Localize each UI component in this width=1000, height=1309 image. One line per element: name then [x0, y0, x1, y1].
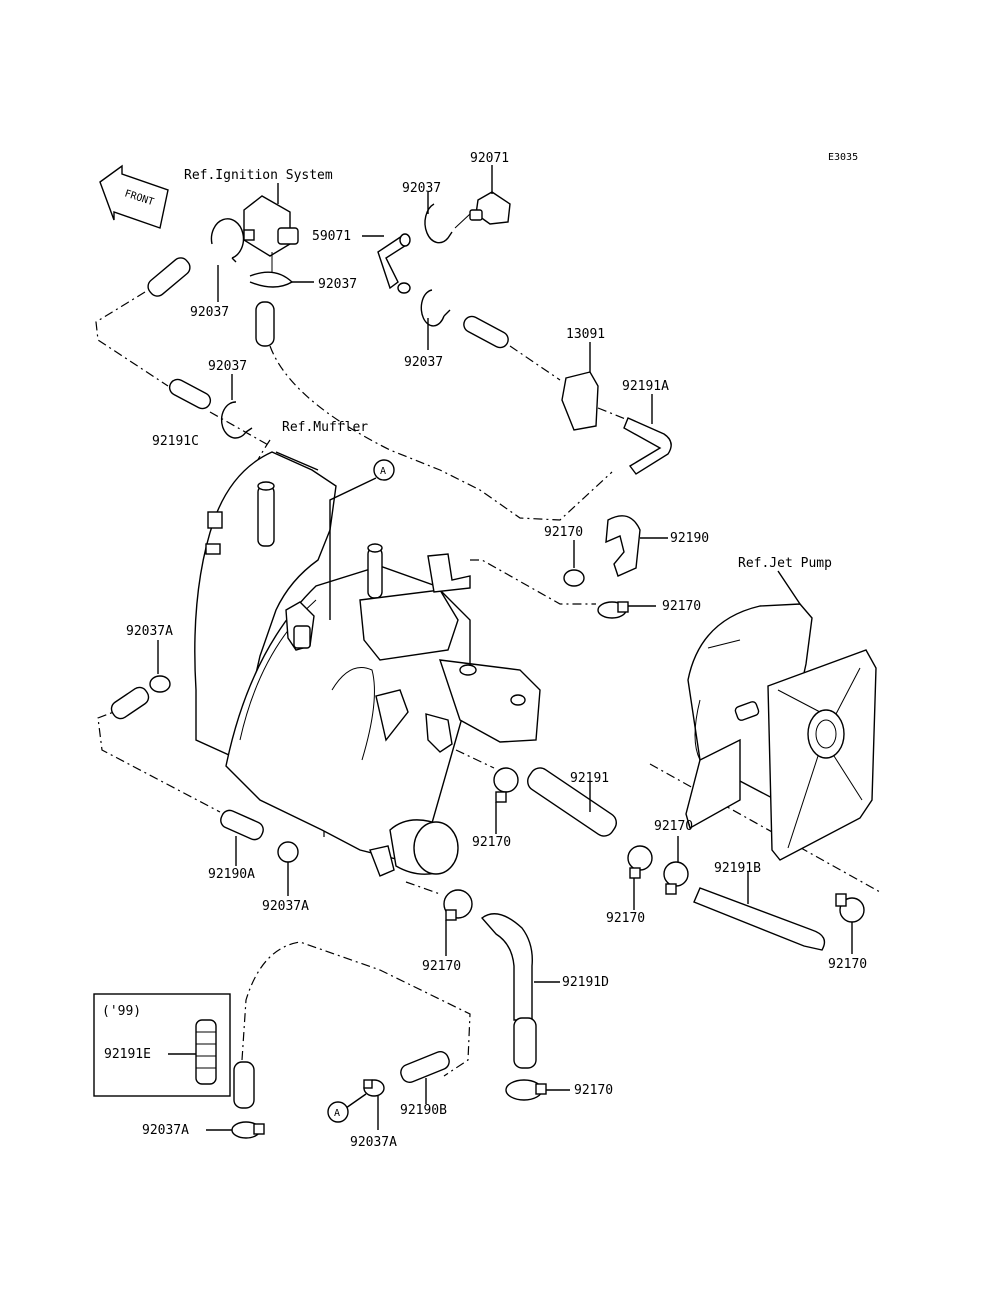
ignition-fitting: [243, 183, 299, 272]
hose-92191B: [693, 872, 826, 951]
route-pump-base: [649, 763, 881, 893]
clamp-92037-left: [210, 218, 245, 302]
hose-92191A: [623, 394, 672, 475]
label-92037A-mid: 92037A: [262, 899, 309, 914]
label-92191D: 92191D: [562, 975, 609, 990]
label-92190: 92190: [670, 531, 709, 546]
diagram-code: E3035: [828, 152, 858, 163]
svg-text:A: A: [380, 466, 386, 477]
label-92037-lower: 92037: [404, 355, 443, 370]
part-59071-elbow: [362, 233, 411, 294]
hose-92191: [527, 767, 617, 837]
inset-year: ('99): [102, 1004, 141, 1019]
hose-92191C: [168, 378, 212, 410]
ref-jet-pump: Ref.Jet Pump: [738, 556, 832, 571]
route-left-top: [95, 291, 169, 387]
hose-ignition-drop: [255, 301, 275, 347]
label-92191C: 92191C: [152, 434, 199, 449]
label-92191E: 92191E: [104, 1047, 151, 1062]
label-92037-center: 92037: [318, 277, 357, 292]
hose-92190: [605, 515, 668, 577]
label-92071: 92071: [470, 151, 509, 166]
label-92170-mid: 92170: [472, 835, 511, 850]
label-92037A-bottom: 92037A: [350, 1135, 397, 1150]
label-92191: 92191: [570, 771, 609, 786]
label-59071: 59071: [312, 229, 351, 244]
clamp-92037A-bottom-left: [206, 1121, 265, 1139]
route-13091-hose: [597, 407, 629, 421]
clamp-92037A-left: [149, 640, 171, 693]
jet-pump: [685, 570, 877, 861]
label-92170-pair-bottom: 92170: [606, 911, 645, 926]
route-left-mid: [97, 707, 221, 813]
label-92170-right: 92170: [662, 599, 701, 614]
label-92037-upper: 92037: [402, 181, 441, 196]
hose-bottom-left: [233, 1061, 255, 1109]
route-92170: [470, 559, 596, 605]
label-92170-top: 92170: [544, 525, 583, 540]
label-92170-outlet: 92170: [422, 959, 461, 974]
hose-92190A: [220, 809, 264, 841]
clamp-92170-top: [563, 540, 585, 587]
label-92037-muffler: 92037: [208, 359, 247, 374]
svg-text:A: A: [334, 1108, 340, 1119]
inset-99: ('99): [93, 993, 231, 1097]
clamp-92170-mid: [493, 767, 519, 834]
label-92037A-bottom-left: 92037A: [142, 1123, 189, 1138]
ref-ignition-system: Ref.Ignition System: [184, 168, 333, 183]
clamp-92037A-mid: [277, 841, 299, 896]
route-92170-mid: [455, 749, 495, 769]
hose-left-short: [110, 686, 150, 720]
part-13091-bracket: [561, 342, 599, 431]
clamp-92170-right: [597, 601, 656, 619]
route-92191C: [209, 411, 271, 447]
ref-muffler: Ref.Muffler: [282, 420, 368, 435]
route-13091: [509, 345, 561, 381]
route-ignition: [269, 345, 613, 521]
clamp-92037-upper-right: [424, 192, 453, 244]
label-92191B: 92191B: [714, 861, 761, 876]
label-92037-left: 92037: [190, 305, 229, 320]
clamp-92170-far-right: [835, 893, 865, 954]
route-outlet: [405, 881, 441, 895]
label-92191A: 92191A: [622, 379, 669, 394]
clamp-92170-pair: [627, 836, 689, 910]
muffler-body: [194, 451, 541, 877]
clamp-92037-center: [249, 271, 314, 288]
marker-a-upper: A: [329, 459, 395, 620]
marker-a-lower: A: [327, 1101, 349, 1123]
label-92190B: 92190B: [400, 1103, 447, 1118]
clamp-92170-bottom: [505, 1079, 570, 1101]
label-92190A: 92190A: [208, 867, 255, 882]
hose-top-right: [463, 315, 509, 349]
hose-92191D: [480, 913, 560, 1069]
clamp-92037-muffler: [220, 374, 253, 439]
label-13091: 13091: [566, 327, 605, 342]
label-92037A-left: 92037A: [126, 624, 173, 639]
clamp-92037-lower-right: [420, 289, 451, 350]
clamp-92170-outlet: [443, 889, 473, 956]
front-arrow-icon: FRONT: [99, 164, 169, 229]
hose-upper-left: [147, 257, 191, 297]
label-92170-pair-top: 92170: [654, 819, 693, 834]
label-92170-bottom: 92170: [574, 1083, 613, 1098]
hose-92190B: [400, 1051, 450, 1104]
clamp-92037A-bottom: [345, 1079, 385, 1130]
part-92071-fitting: [454, 165, 511, 229]
route-bottom: [241, 941, 471, 1077]
label-92170-far-right: 92170: [828, 957, 867, 972]
